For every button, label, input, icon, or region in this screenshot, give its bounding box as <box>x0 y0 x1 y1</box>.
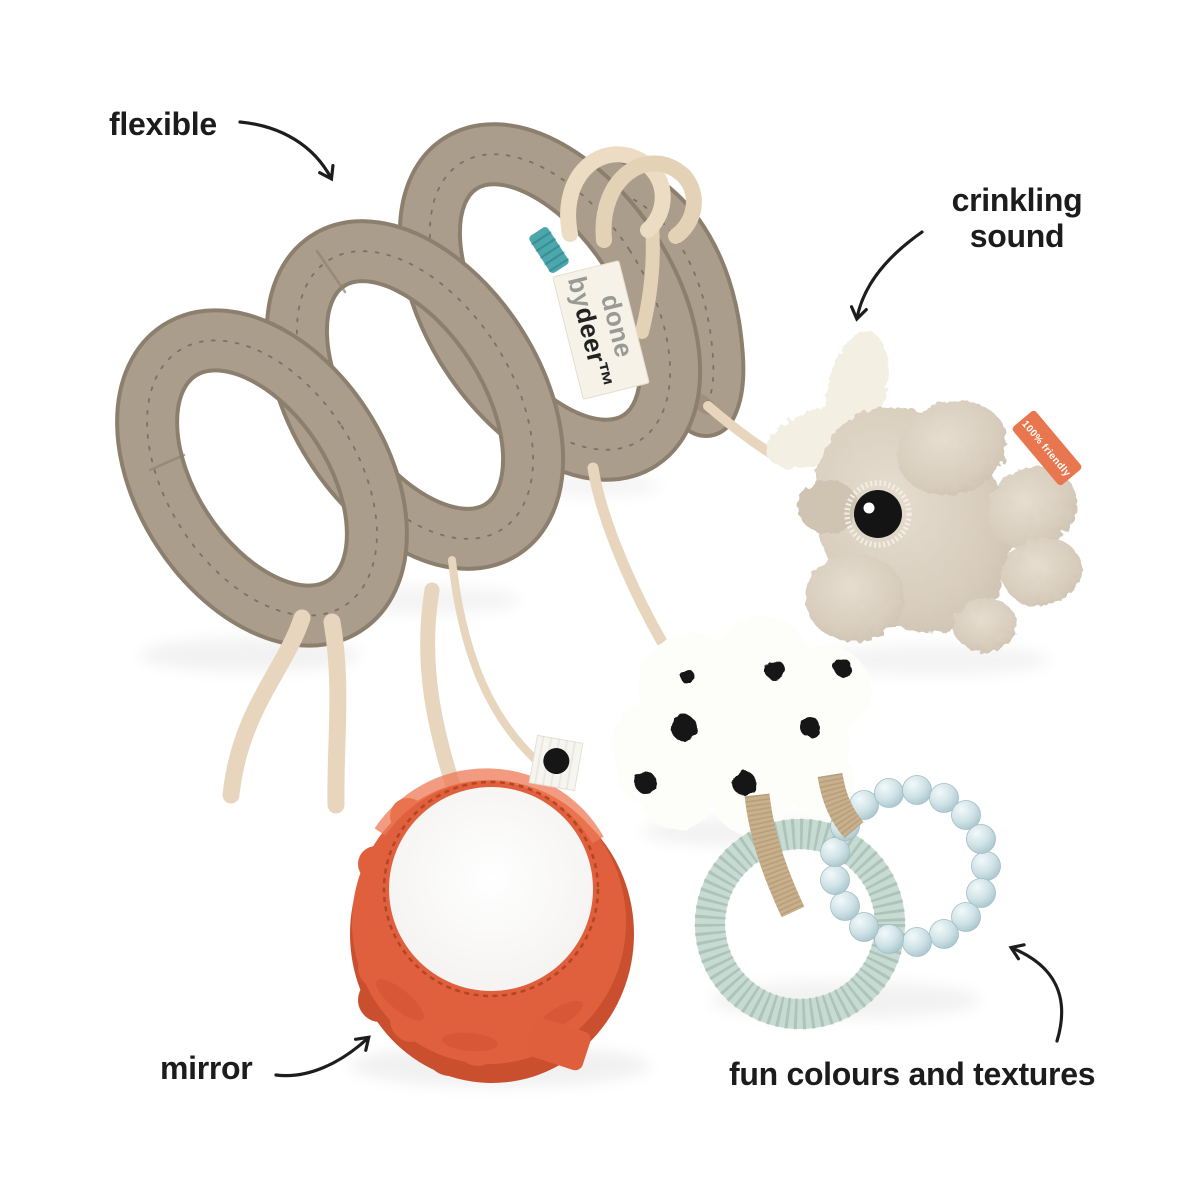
eye-stitch-ring <box>844 480 912 548</box>
label-flexible: flexible <box>109 106 217 142</box>
deer-paw <box>987 466 1077 550</box>
mirror-face <box>389 787 593 991</box>
fabric-seam <box>315 249 347 294</box>
spiral-coil-3-stitching <box>146 339 378 617</box>
deer-plush: 100% friendly <box>766 331 1082 652</box>
flexible-arrow <box>238 120 335 182</box>
ribbed-ring <box>695 819 905 1029</box>
brand-label: done bydeer™ <box>552 260 650 400</box>
strap <box>323 613 347 814</box>
label-crinkling-line1: crinkling <box>951 182 1083 218</box>
ribbon-texture <box>817 772 864 839</box>
label-mirror: mirror <box>160 1050 253 1086</box>
strap <box>222 609 311 804</box>
tie-strap-end <box>635 218 660 339</box>
mirror-stitch-ring <box>382 780 600 998</box>
spiral-coil-1-stitching <box>429 153 671 451</box>
deer-ear <box>798 480 858 534</box>
mirror-arrow <box>274 1035 371 1078</box>
crinkling-sound-arrow <box>849 230 924 322</box>
hanging-straps <box>222 401 789 816</box>
ribbon-loop <box>817 772 864 839</box>
spiral-coil-3 <box>119 312 405 644</box>
deer-fur <box>766 331 1082 652</box>
fabric-seam <box>148 453 186 472</box>
teal-ribbon-tag <box>529 227 570 273</box>
fabric-spiral: done bydeer™ <box>115 122 746 648</box>
annotation-arrows <box>238 120 1064 1078</box>
cloud-cord <box>587 462 668 648</box>
spiral-tail-stitching <box>611 189 715 407</box>
deer-paw <box>1002 537 1082 607</box>
label-crinkling-line2: sound <box>969 218 1065 254</box>
tag-dot-icon <box>543 748 570 775</box>
hanging-tie-loops <box>560 146 702 248</box>
mirror-white-tag <box>528 734 584 792</box>
mirror-cord <box>448 556 546 770</box>
spiral-coil-2-stitching <box>296 250 534 540</box>
mirror-ring <box>350 734 634 1083</box>
label-fun-colours: fun colours and textures <box>729 1056 1096 1092</box>
teether-rings <box>694 772 1001 1030</box>
fun-colours-arrow <box>1008 943 1064 1043</box>
deer-snout <box>805 554 905 642</box>
ribbon-loop <box>744 793 805 918</box>
ribbon-texture <box>744 793 805 918</box>
fabric-highlight <box>374 768 604 844</box>
eye-highlight <box>863 502 875 514</box>
deer-eye <box>844 480 912 548</box>
ribbed-ring-texture <box>694 818 906 1030</box>
cloud-dots <box>635 659 852 795</box>
label-crinkling-sound: crinkling sound <box>933 182 1101 254</box>
mirror-tab <box>525 1017 591 1071</box>
